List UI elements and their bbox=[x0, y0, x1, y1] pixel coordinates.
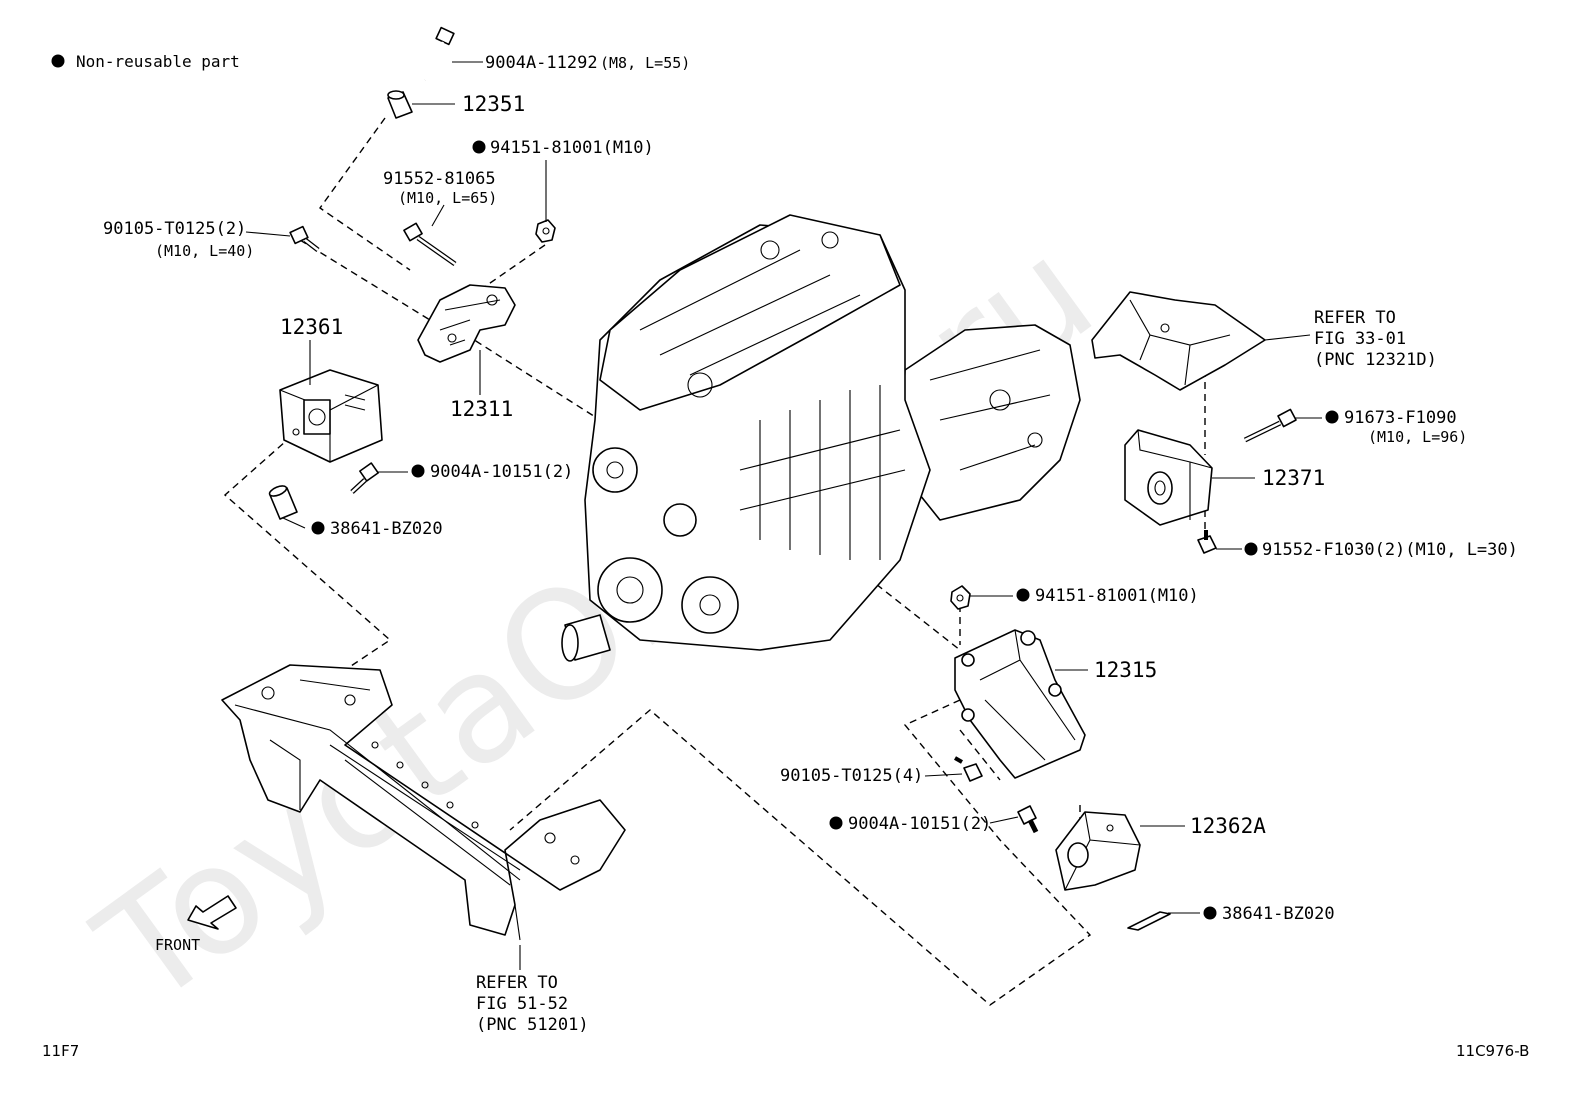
bolt-9004a-10151-left bbox=[350, 462, 379, 494]
label-38641-bz020-left: 38641-BZ020 bbox=[330, 519, 443, 539]
bolt-90105-t0125-left bbox=[289, 225, 320, 252]
bullet-icon bbox=[829, 816, 843, 830]
label-9004a-11292-spec: (M8, L=55) bbox=[600, 54, 690, 72]
label-12351: 12351 bbox=[462, 92, 525, 116]
label-91552-81065-spec: (M10, L=65) bbox=[398, 189, 497, 207]
bolt-91552-f1030 bbox=[1197, 530, 1217, 554]
bullet-icon bbox=[411, 464, 425, 478]
bullet-icon bbox=[1016, 588, 1030, 602]
bullet-icon bbox=[472, 140, 486, 154]
label-90105-t0125-left-spec: (M10, L=40) bbox=[155, 242, 254, 260]
label-9004a-10151-left: 9004A-10151(2) bbox=[430, 462, 573, 482]
nut-94151-81001-top bbox=[535, 219, 556, 243]
legend-text: Non-reusable part bbox=[76, 52, 240, 71]
heat-insulator-12321d bbox=[1091, 291, 1266, 391]
label-91552-f1030: 91552-F1030(2)(M10, L=30) bbox=[1262, 540, 1518, 560]
front-crossmember bbox=[221, 664, 626, 941]
bolt-91552-81065 bbox=[403, 222, 457, 267]
bracket-12311 bbox=[417, 284, 516, 363]
label-9004a-11292: 9004A-11292 bbox=[485, 53, 598, 73]
footer-left-code: 11F7 bbox=[42, 1042, 79, 1060]
engine-assembly bbox=[561, 214, 1081, 662]
front-arrow-icon bbox=[187, 895, 237, 930]
bracket-12315 bbox=[954, 629, 1086, 779]
non-reusable-markers bbox=[311, 140, 1339, 920]
label-38641-bz020-right: 38641-BZ020 bbox=[1222, 904, 1335, 924]
label-refer-51-line3: (PNC 51201) bbox=[476, 1015, 589, 1035]
label-9004a-10151-right: 9004A-10151(2) bbox=[848, 814, 991, 834]
bolt-9004a-10151-right bbox=[1017, 805, 1039, 834]
bullet-icon bbox=[311, 521, 325, 535]
label-refer-51-line1: REFER TO bbox=[476, 973, 558, 993]
legend-bullet-icon bbox=[51, 54, 65, 68]
label-12315: 12315 bbox=[1094, 658, 1157, 682]
label-90105-t0125-right: 90105-T0125(4) bbox=[780, 766, 923, 786]
label-refer-33-line3: (PNC 12321D) bbox=[1314, 350, 1437, 370]
bullet-icon bbox=[1244, 542, 1258, 556]
label-94151-81001-top: 94151-81001(M10) bbox=[490, 138, 654, 158]
label-refer-51-line2: FIG 51-52 bbox=[476, 994, 568, 1014]
mount-12362a bbox=[1055, 811, 1141, 891]
callout-labels: 9004A-11292 (M8, L=55) 12351 94151-81001… bbox=[103, 53, 1518, 1035]
label-refer-33-line2: FIG 33-01 bbox=[1314, 329, 1406, 349]
bullet-icon bbox=[1325, 410, 1339, 424]
front-label: FRONT bbox=[155, 936, 200, 954]
bullet-icon bbox=[1203, 906, 1217, 920]
bolt-9004a-11292 bbox=[423, 26, 455, 81]
label-12362a: 12362A bbox=[1190, 814, 1266, 838]
label-91673-f1090-spec: (M10, L=96) bbox=[1368, 428, 1467, 446]
label-91673-f1090: 91673-F1090 bbox=[1344, 408, 1457, 428]
footer-right-code: 11C976-B bbox=[1456, 1042, 1529, 1060]
label-12311: 12311 bbox=[450, 397, 513, 421]
mount-12371 bbox=[1124, 429, 1213, 526]
nut-94151-81001-lower bbox=[950, 585, 971, 610]
label-91552-81065: 91552-81065 bbox=[383, 169, 496, 189]
label-12371: 12371 bbox=[1262, 466, 1325, 490]
bolt-90105-t0125-right bbox=[954, 756, 983, 782]
stopper-38641-left bbox=[268, 485, 298, 520]
label-refer-33-line1: REFER TO bbox=[1314, 308, 1396, 328]
mount-12361 bbox=[279, 369, 383, 463]
collar-12351 bbox=[387, 90, 413, 119]
bolt-91673-f1090 bbox=[1243, 408, 1297, 443]
label-12361: 12361 bbox=[280, 315, 343, 339]
stopper-38641-right bbox=[1127, 911, 1171, 931]
leader-lines bbox=[245, 61, 1322, 970]
label-90105-t0125-left: 90105-T0125(2) bbox=[103, 219, 246, 239]
label-94151-81001-lower: 94151-81001(M10) bbox=[1035, 586, 1199, 606]
